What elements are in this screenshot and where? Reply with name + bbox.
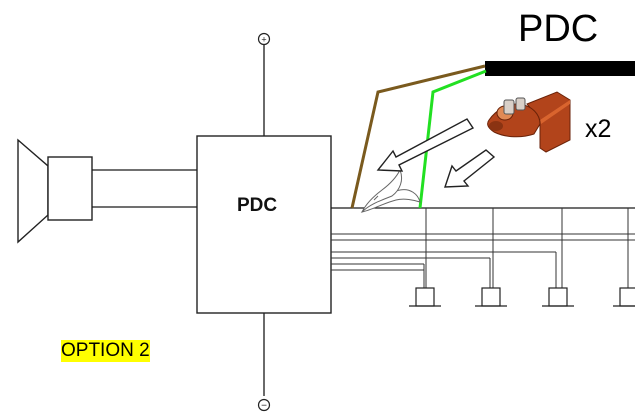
negative-terminal-symbol: − xyxy=(261,401,267,412)
green-wire xyxy=(418,69,487,209)
positive-terminal-symbol: + xyxy=(261,35,266,45)
lamp-icon xyxy=(542,287,574,307)
output-wires xyxy=(331,233,635,271)
drop-lines xyxy=(423,208,629,288)
pdc-box-label: PDC xyxy=(237,195,278,216)
multiplier-label: x2 xyxy=(585,115,612,143)
lamp-icon xyxy=(409,287,441,307)
connector-icon xyxy=(487,91,571,153)
top-bar xyxy=(485,61,635,76)
arrow-icon xyxy=(444,149,496,188)
pdc-box xyxy=(196,135,332,314)
lamp-icon xyxy=(475,287,507,307)
speaker-icon xyxy=(17,138,93,244)
negative-terminal-icon: − xyxy=(257,398,271,412)
arrow-icon xyxy=(376,118,475,172)
lamp-icon xyxy=(613,287,635,307)
positive-terminal-icon: + xyxy=(257,32,271,46)
title-label: PDC xyxy=(518,8,599,50)
option-label: OPTION 2 xyxy=(61,340,150,362)
wire-cutter-icon xyxy=(360,168,421,213)
brown-wire xyxy=(350,64,486,209)
